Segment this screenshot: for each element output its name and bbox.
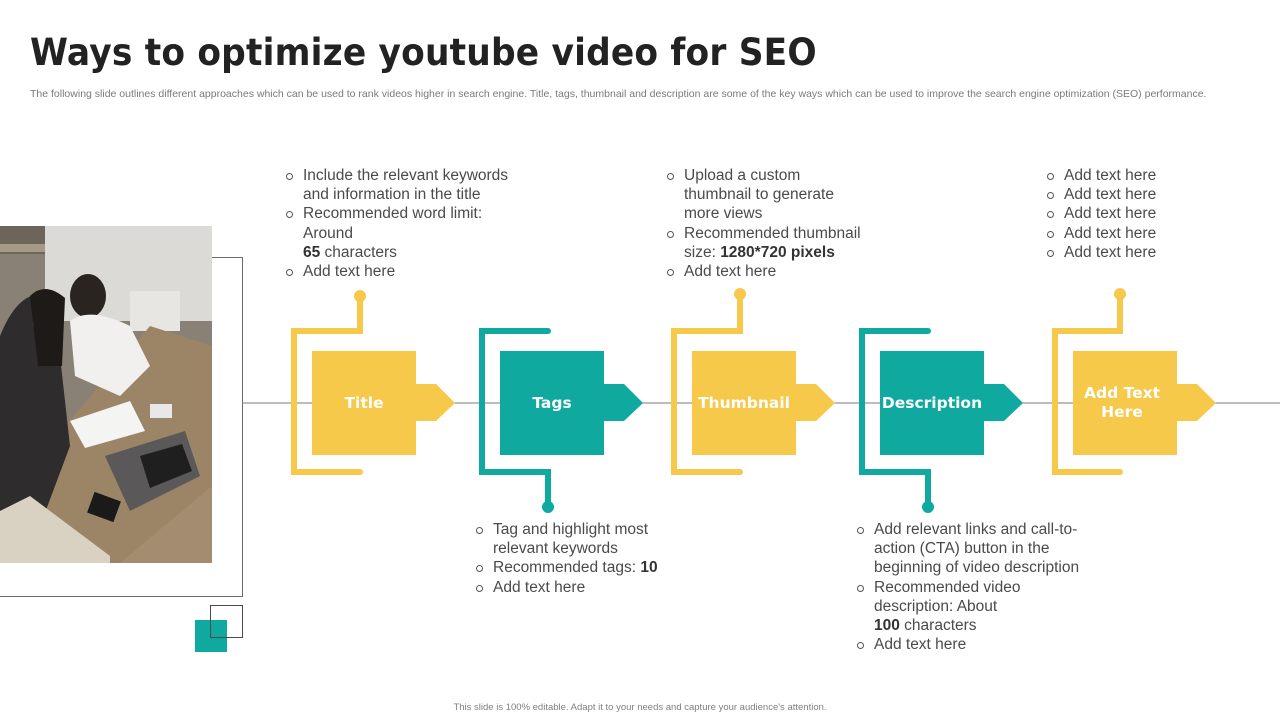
bullet-item: Tag and highlight most relevant keywords (475, 520, 685, 558)
bullet-item: Upload a custom thumbnail to generate mo… (666, 166, 871, 224)
decorative-teal-square (195, 620, 227, 652)
office-photo (0, 226, 212, 563)
photo-illustration (0, 226, 212, 563)
step-label-title: Title (344, 393, 384, 412)
thumbnail-bullets: Upload a custom thumbnail to generate mo… (666, 166, 871, 281)
bullet-item: Add text here (666, 262, 871, 281)
slide-title: Ways to optimize youtube video for SEO (30, 31, 817, 74)
bullet-item: Include the relevant keywords and inform… (285, 166, 525, 204)
frame-top-line (212, 257, 243, 258)
frame-bottom-line (0, 596, 243, 597)
bullet-item: Recommended thumbnail size: 1280*720 pix… (666, 224, 871, 262)
bullet-item: Recommended tags: 10 (475, 558, 685, 577)
step-label-add-text: Add Text Here (1083, 384, 1161, 421)
bullet-item: Add relevant links and call-to-action (C… (856, 520, 1096, 578)
add-text-bullets: Add text here Add text here Add text her… (1046, 166, 1226, 262)
step-add-text-shape (1052, 288, 1216, 475)
slide-subtitle: The following slide outlines different a… (30, 88, 1207, 100)
step-label-description: Description (881, 393, 983, 412)
bullet-item: Add text here (285, 262, 525, 281)
frame-right-line (242, 257, 243, 597)
bullet-item: Add text here (1046, 204, 1226, 223)
step-title-shape (291, 290, 455, 475)
bullet-item: Add text here (1046, 166, 1226, 185)
step-thumbnail-shape (671, 288, 835, 475)
step-description-shape (859, 328, 1023, 513)
bullet-item: Add text here (856, 635, 1096, 654)
step-tags-shape (479, 328, 643, 513)
slide-footer: This slide is 100% editable. Adapt it to… (453, 702, 827, 713)
tags-bullets: Tag and highlight most relevant keywords… (475, 520, 685, 597)
bullet-item: Add text here (1046, 224, 1226, 243)
decorative-outline-square (210, 605, 243, 638)
title-bullets: Include the relevant keywords and inform… (285, 166, 525, 281)
step-label-tags: Tags (532, 393, 572, 412)
step-label-thumbnail: Thumbnail (697, 393, 790, 412)
bullet-item: Add text here (1046, 243, 1226, 262)
bullet-item: Add text here (1046, 185, 1226, 204)
description-bullets: Add relevant links and call-to-action (C… (856, 520, 1096, 654)
bullet-item: Add text here (475, 578, 685, 597)
